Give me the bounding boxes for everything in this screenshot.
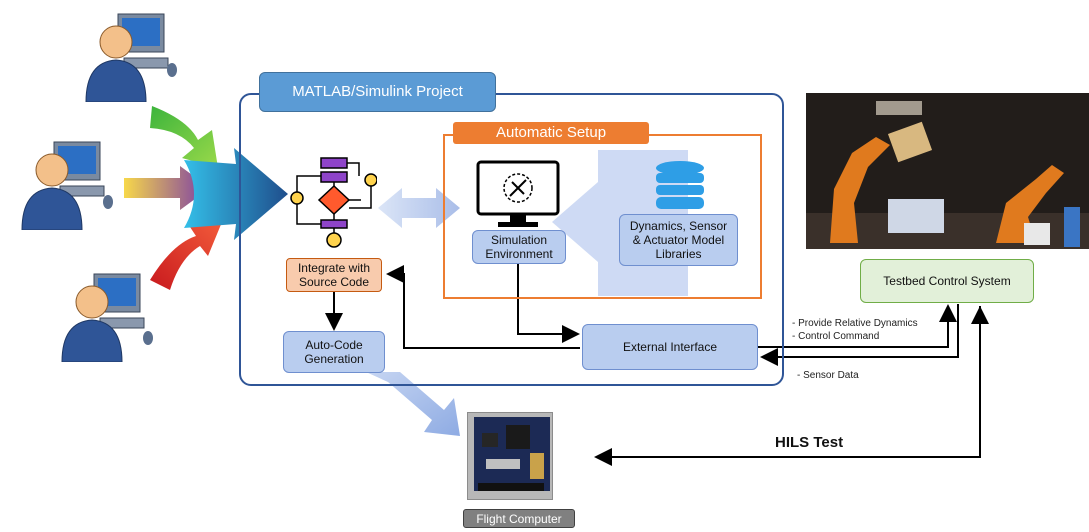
merge-arrow	[184, 148, 288, 240]
testbed-control-system-block: Testbed Control System	[860, 259, 1034, 303]
external-interface-block: External Interface	[582, 324, 758, 370]
user-workstation-icon	[61, 273, 153, 362]
annotation-provide-dynamics: - Provide Relative Dynamics	[792, 318, 918, 329]
simulation-environment-block: Simulation Environment	[472, 230, 566, 264]
dynamics-libraries-block: Dynamics, Sensor & Actuator Model Librar…	[619, 214, 738, 266]
hils-test-label: HILS Test	[775, 434, 844, 451]
flight-computer-label: Flight Computer	[463, 509, 575, 528]
user-workstation-icon	[85, 13, 177, 102]
database-icon	[656, 161, 704, 209]
integrate-source-code-block: Integrate with Source Code	[286, 258, 382, 292]
green-input-arrow	[150, 106, 218, 168]
double-arrow	[378, 188, 460, 228]
annotation-control-command: - Control Command	[792, 331, 880, 342]
automatic-setup-title: Automatic Setup	[453, 122, 649, 144]
project-title: MATLAB/Simulink Project	[259, 72, 496, 112]
deploy-arrow	[366, 372, 460, 436]
flight-computer-board	[467, 412, 553, 500]
project-frame	[239, 93, 784, 386]
red-input-arrow	[150, 222, 222, 290]
auto-code-generation-block: Auto-Code Generation	[283, 331, 385, 373]
monitor-icon	[476, 160, 560, 227]
user-workstation-icon	[21, 141, 113, 230]
robot-testbed-photo	[806, 93, 1089, 249]
annotation-sensor-data: - Sensor Data	[797, 370, 859, 381]
flowchart-icon	[290, 157, 377, 248]
yellow-input-arrow	[124, 166, 210, 210]
